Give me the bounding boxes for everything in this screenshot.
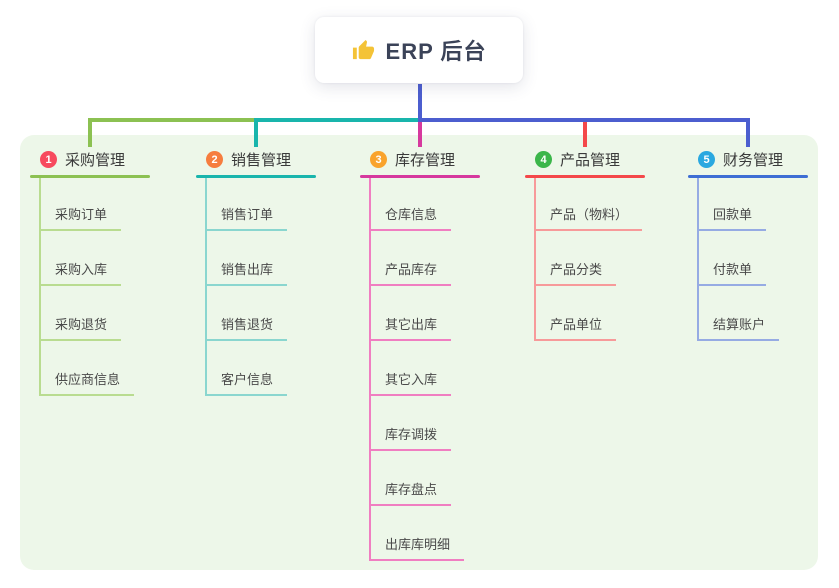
branch-node-2: 2 销售管理 销售订单销售出库销售退货客户信息 (196, 0, 336, 588)
root-stem-line (418, 84, 422, 122)
child-node[interactable]: 仓库信息 (369, 207, 452, 231)
child-node[interactable]: 销售出库 (205, 262, 288, 286)
branch-number-badge: 5 (698, 151, 715, 168)
child-label: 产品库存 (385, 262, 438, 277)
branch-trunk-line (697, 178, 699, 341)
child-label: 产品分类 (550, 262, 603, 277)
branch-node-1: 1 采购管理 采购订单采购入库采购退货供应商信息 (30, 0, 170, 588)
branch-title: 产品管理 (560, 152, 621, 169)
branch-trunk-line (534, 178, 536, 341)
branch-number-badge: 4 (535, 151, 552, 168)
branch-drop-line (583, 118, 587, 147)
child-label: 产品单位 (550, 317, 603, 332)
root-node[interactable]: ERP 后台 (315, 17, 523, 83)
child-node[interactable]: 销售退货 (205, 317, 288, 341)
branch-underline (360, 175, 480, 178)
branch-drop-line (254, 118, 258, 147)
child-node[interactable]: 其它出库 (369, 317, 452, 341)
branch-trunk-line (205, 178, 207, 396)
child-node[interactable]: 付款单 (697, 262, 767, 286)
connector-bus-segment (418, 118, 750, 122)
child-node[interactable]: 产品单位 (534, 317, 617, 341)
child-label: 库存调拨 (385, 427, 438, 442)
branch-drop-line (88, 118, 92, 147)
branch-underline (196, 175, 316, 178)
child-label: 客户信息 (221, 372, 274, 387)
branch-title: 采购管理 (65, 152, 126, 169)
thumbs-up-path (352, 39, 374, 59)
child-node[interactable]: 销售订单 (205, 207, 288, 231)
child-node[interactable]: 采购退货 (39, 317, 122, 341)
child-label: 销售退货 (221, 317, 274, 332)
branch-node-3: 3 库存管理 仓库信息产品库存其它出库其它入库库存调拨库存盘点出库库明细 (360, 0, 500, 588)
branch-trunk-line (39, 178, 41, 396)
branch-drop-line (418, 118, 422, 147)
branch-header[interactable]: 4 产品管理 (535, 149, 620, 170)
child-node[interactable]: 库存调拨 (369, 427, 452, 451)
child-node[interactable]: 库存盘点 (369, 482, 452, 506)
child-label: 其它入库 (385, 372, 438, 387)
child-label: 采购退货 (55, 317, 108, 332)
child-node[interactable]: 采购订单 (39, 207, 122, 231)
child-node[interactable]: 结算账户 (697, 317, 780, 341)
child-label: 采购入库 (55, 262, 108, 277)
child-label: 销售订单 (221, 207, 274, 222)
branch-underline (525, 175, 645, 178)
child-label: 供应商信息 (55, 372, 121, 387)
branch-underline (688, 175, 808, 178)
child-node[interactable]: 出库库明细 (369, 537, 465, 561)
branch-node-4: 4 产品管理 产品（物料） 产品分类产品单位 (525, 0, 665, 588)
branch-number-badge: 1 (40, 151, 57, 168)
child-label: 销售出库 (221, 262, 274, 277)
branch-header[interactable]: 5 财务管理 (698, 149, 783, 170)
branch-title: 财务管理 (723, 152, 784, 169)
child-label: 其它出库 (385, 317, 438, 332)
child-label: 结算账户 (713, 317, 766, 332)
child-label: 付款单 (713, 262, 753, 277)
branch-trunk-line (369, 178, 371, 561)
child-node[interactable]: 客户信息 (205, 372, 288, 396)
root-title: ERP 后台 (385, 39, 487, 64)
thumbs-up-icon (352, 39, 375, 62)
branch-title: 销售管理 (231, 152, 292, 169)
mindmap-panel (20, 135, 818, 570)
branch-drop-line (746, 118, 750, 147)
connector-bus-segment (88, 118, 258, 122)
child-node[interactable]: 其它入库 (369, 372, 452, 396)
child-node[interactable]: 供应商信息 (39, 372, 135, 396)
child-label: 出库库明细 (385, 537, 451, 552)
connector-bus-segment (254, 118, 422, 122)
branch-title: 库存管理 (395, 152, 456, 169)
branch-header[interactable]: 3 库存管理 (370, 149, 455, 170)
branch-number-badge: 3 (370, 151, 387, 168)
child-node[interactable]: 产品分类 (534, 262, 617, 286)
branch-header[interactable]: 1 采购管理 (40, 149, 125, 170)
branch-number-badge: 2 (206, 151, 223, 168)
branch-node-5: 5 财务管理 回款单付款单结算账户 (688, 0, 828, 588)
child-label: 采购订单 (55, 207, 108, 222)
child-label: 回款单 (713, 207, 753, 222)
branch-header[interactable]: 2 销售管理 (206, 149, 291, 170)
child-node[interactable]: 采购入库 (39, 262, 122, 286)
child-node[interactable]: 回款单 (697, 207, 767, 231)
child-label: 仓库信息 (385, 207, 438, 222)
child-label: 库存盘点 (385, 482, 438, 497)
child-label: 产品（物料） (550, 207, 629, 222)
child-node[interactable]: 产品（物料） (534, 207, 643, 231)
branch-underline (30, 175, 150, 178)
child-node[interactable]: 产品库存 (369, 262, 452, 286)
